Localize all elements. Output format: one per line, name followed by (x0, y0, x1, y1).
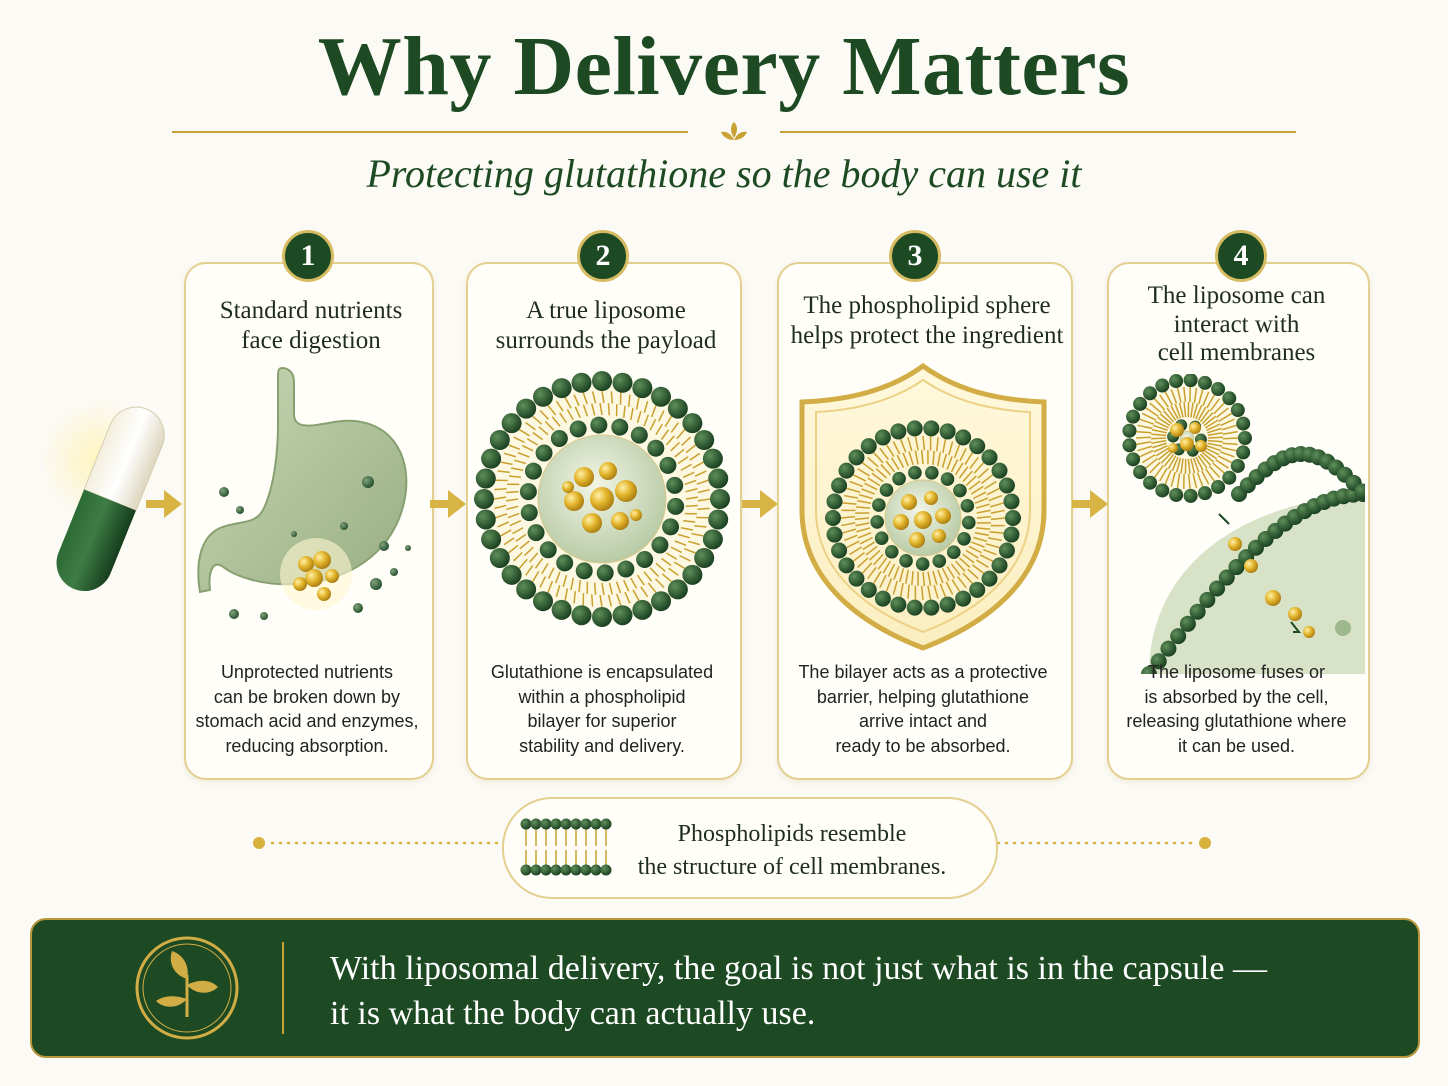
dotted-line-right (996, 837, 1211, 849)
step-number-badge: 3 (889, 230, 941, 282)
step-description: The bilayer acts as a protective barrier… (798, 662, 1048, 756)
liposome-icon (474, 371, 730, 627)
phospholipid-note (502, 797, 998, 899)
cell-fusion-icon (1122, 374, 1365, 674)
step-description: Unprotected nutrients can be broken down… (195, 662, 419, 756)
note-text: Phospholipids resemble the structure of … (637, 821, 947, 880)
page-title: Why Delivery Matters (317, 20, 1131, 113)
step-number-badge: 2 (577, 230, 629, 282)
step-title: A true liposome surrounds the payload (495, 297, 717, 354)
page-subtitle: Protecting glutathione so the body can u… (366, 151, 1082, 196)
bilayer-icon (520, 818, 612, 876)
arrow-right-icon (146, 490, 182, 518)
bottom-banner (30, 918, 1420, 1058)
dotted-line-left (253, 837, 502, 849)
arrow-right-icon (430, 490, 466, 518)
title-divider (172, 122, 1296, 144)
banner-text: With liposomal delivery, the goal is not… (330, 950, 1267, 1032)
step-description: The liposome fuses or is absorbed by the… (1126, 662, 1347, 756)
step-number-badge: 1 (282, 230, 334, 282)
arrow-right-icon (1072, 490, 1108, 518)
arrow-right-icon (742, 490, 778, 518)
step-description: Glutathione is encapsulated within a pho… (490, 662, 714, 756)
leaf-icon (135, 936, 239, 1040)
step-number-badge: 4 (1215, 230, 1267, 282)
step-title: Standard nutrients face digestion (219, 297, 403, 354)
banner-divider (282, 942, 284, 1034)
stomach-icon (197, 366, 411, 620)
step-title: The phospholipid sphere helps protect th… (790, 292, 1064, 349)
leaf-icon (721, 122, 747, 144)
step-title: The liposome can interact with cell memb… (1147, 282, 1326, 366)
shield-icon (799, 362, 1047, 651)
capsule-icon (40, 400, 165, 591)
